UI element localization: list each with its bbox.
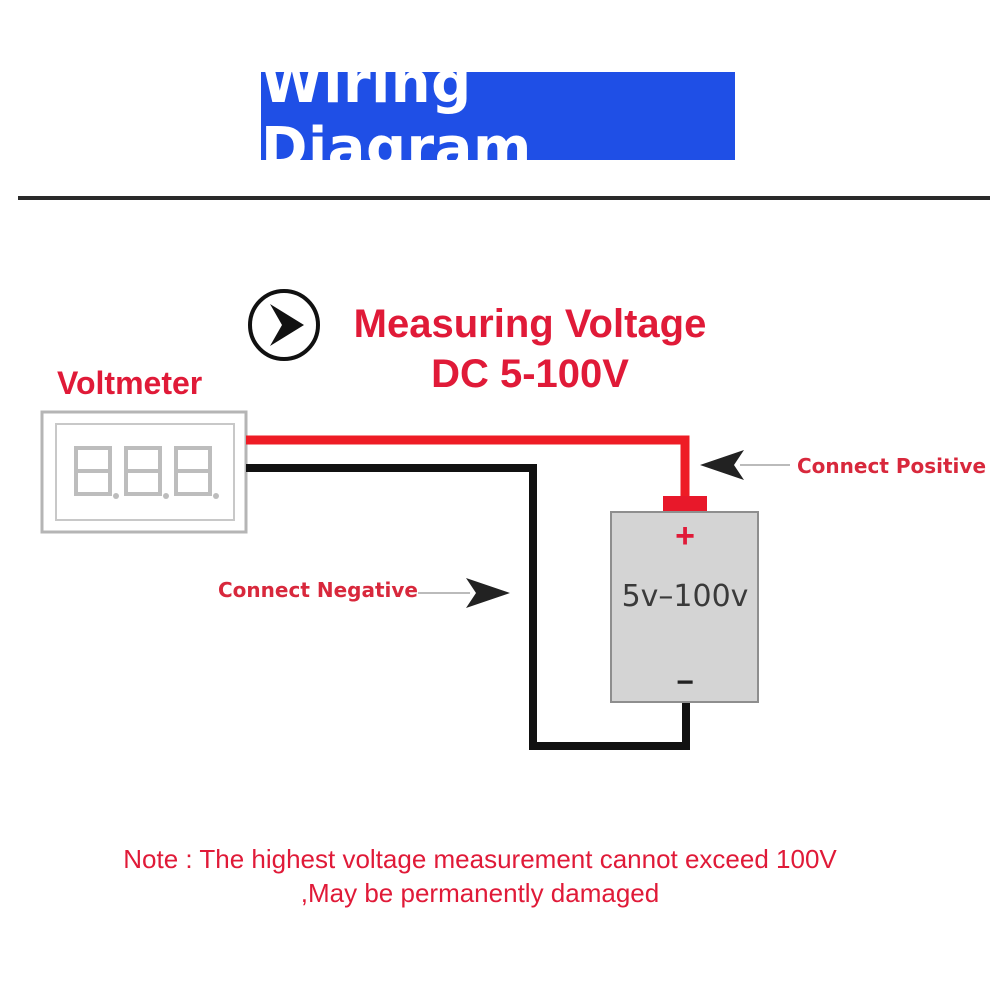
- connect-positive-label: Connect Positive: [797, 454, 987, 478]
- minus-terminal-label: −: [676, 666, 694, 699]
- voltage-source: [610, 496, 759, 703]
- connect-negative-label: Connect Negative: [218, 578, 418, 602]
- positive-wire: [246, 435, 690, 500]
- arrow-circle-icon: [248, 289, 320, 361]
- positive-arrow-icon: [700, 450, 790, 480]
- negative-wire: [246, 464, 690, 750]
- divider: [18, 196, 990, 200]
- plus-terminal-label: +: [675, 517, 695, 555]
- voltmeter-digits: [74, 446, 219, 499]
- title-banner: Wiring Diagram: [261, 51, 735, 181]
- source-range-label: 5v–100v: [621, 579, 749, 614]
- note-line-1: Note : The highest voltage measurement c…: [123, 844, 837, 874]
- voltmeter-label: Voltmeter: [57, 365, 203, 401]
- voltmeter-body: [40, 410, 248, 534]
- negative-arrow-icon: [418, 578, 510, 608]
- note-line-2: ,May be permanently damaged: [300, 878, 660, 908]
- page-title: Wiring Diagram: [261, 51, 532, 181]
- heading-line-1: Measuring Voltage: [353, 302, 707, 346]
- heading-line-2: DC 5-100V: [431, 352, 629, 396]
